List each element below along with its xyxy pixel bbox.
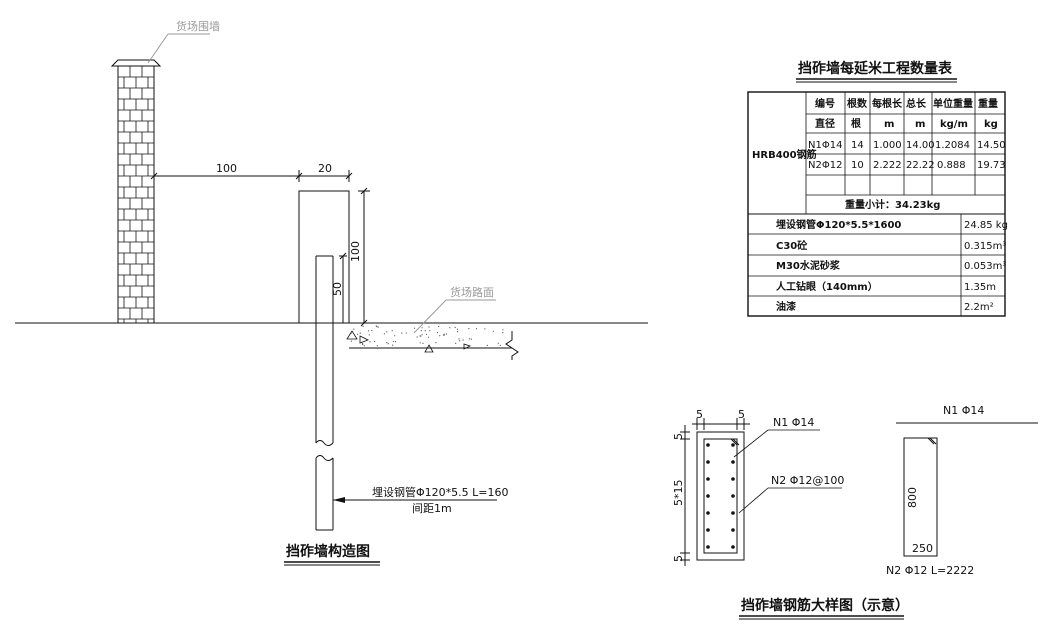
row-n2-each: 2.222 bbox=[873, 160, 902, 171]
row-n1-id: N1Φ14 bbox=[808, 140, 842, 151]
th-each-len: 每根长 bbox=[872, 97, 903, 110]
row-n1-weight: 14.50 bbox=[977, 140, 1006, 151]
row-n1-each: 1.000 bbox=[873, 140, 902, 151]
item-m30-mortar-value: 0.053m³ bbox=[964, 261, 1006, 272]
row-n2-weight: 19.73 bbox=[977, 160, 1006, 171]
item-c30-concrete-value: 0.315m³ bbox=[964, 241, 1006, 252]
brick-fence-wall bbox=[110, 59, 162, 324]
detail-title: 挡砟墙钢筋大样图（示意） bbox=[741, 597, 909, 614]
dim-100-vertical-label: 100 bbox=[349, 241, 362, 262]
item-steel-pipe-value: 24.85 kg bbox=[964, 220, 1008, 231]
stirrup-n2 bbox=[703, 438, 738, 554]
spacing-label: 间距1m bbox=[412, 502, 452, 515]
th-weight: 重量 bbox=[978, 97, 998, 110]
ballast-wall bbox=[298, 190, 350, 324]
n2-label: N2 Φ12@100 bbox=[771, 474, 844, 487]
row-n1-total: 14.00 bbox=[906, 140, 935, 151]
row-n2-id: N2Φ12 bbox=[808, 160, 842, 171]
row-n1-count: 14 bbox=[851, 140, 864, 151]
n2-dim-250: 250 bbox=[912, 542, 933, 555]
structure-drawing: 货场围墙 100 20 bbox=[15, 19, 648, 566]
dimension-width: 100 20 bbox=[150, 162, 353, 182]
item-paint-value: 2.2m² bbox=[964, 302, 994, 313]
pipe-leader bbox=[333, 497, 497, 503]
item-paint: 油漆 bbox=[776, 300, 796, 313]
dim-100-label: 100 bbox=[216, 162, 237, 175]
road-leader bbox=[413, 299, 447, 334]
dim-20-label: 20 bbox=[318, 162, 332, 175]
row-n2-unit: 0.888 bbox=[937, 160, 966, 171]
n1-title: N1 Φ14 bbox=[943, 404, 984, 417]
n2-caption: N2 Φ12 L=2222 bbox=[886, 564, 974, 577]
n2-dim-800: 800 bbox=[906, 487, 919, 508]
road-surface bbox=[346, 325, 519, 360]
row-n2-total: 22.22 bbox=[906, 160, 935, 171]
material-label: HRB400钢筋 bbox=[752, 148, 817, 161]
n2-stirrup-shape bbox=[903, 437, 938, 557]
th-weight-unit: kg bbox=[984, 119, 998, 130]
row-n2-count: 10 bbox=[851, 160, 864, 171]
th-each-len-unit: m bbox=[884, 119, 894, 130]
th-unit-weight: 单位重量 bbox=[933, 97, 973, 110]
dim-5-right: 5 bbox=[738, 408, 745, 421]
fence-label: 货场围墙 bbox=[176, 19, 220, 33]
th-id: 编号 bbox=[815, 97, 835, 110]
th-total-len-unit: m bbox=[915, 119, 925, 130]
section-outline bbox=[696, 431, 745, 561]
rebar-detail: 5 5 5 5*15 5 N1 Φ14 N2 Φ12@100 N1 Φ14 80… bbox=[672, 404, 1038, 620]
th-count-unit: 根 bbox=[851, 117, 861, 130]
n1-label: N1 Φ14 bbox=[773, 416, 814, 429]
quantity-table: 挡砟墙每延米工程数量表 编号 根数 每根长 总长 单位重量 重量 直径 根 bbox=[747, 60, 1008, 317]
th-diameter: 直径 bbox=[815, 117, 835, 130]
row-n1-unit: 1.2084 bbox=[935, 140, 970, 151]
embedded-steel-pipe bbox=[315, 255, 334, 531]
road-label: 货场路面 bbox=[450, 285, 494, 299]
item-drilling: 人工钻眼（140mm） bbox=[776, 280, 878, 293]
table-title: 挡砟墙每延米工程数量表 bbox=[798, 60, 953, 77]
dim-5x15: 5*15 bbox=[672, 480, 685, 507]
subtotal-label: 重量小计：34.23kg bbox=[845, 198, 940, 211]
item-m30-mortar: M30水泥砂浆 bbox=[776, 259, 841, 272]
fence-leader bbox=[147, 33, 169, 64]
th-count: 根数 bbox=[847, 97, 868, 110]
dim-5-left: 5 bbox=[696, 408, 703, 421]
item-c30-concrete: C30砼 bbox=[776, 239, 807, 252]
th-unit-weight-unit: kg/m bbox=[940, 119, 968, 130]
th-total-len: 总长 bbox=[906, 97, 927, 110]
dim-5-top: 5 bbox=[672, 433, 685, 440]
item-steel-pipe: 埋设钢管Φ120*5.5*1600 bbox=[776, 218, 901, 231]
dimension-height: 100 50 bbox=[331, 187, 370, 327]
item-drilling-value: 1.35m bbox=[964, 282, 996, 293]
structure-title: 挡砟墙构造图 bbox=[286, 543, 370, 560]
dim-50-label: 50 bbox=[331, 282, 344, 296]
dim-5-bottom: 5 bbox=[672, 555, 685, 562]
pipe-label: 埋设钢管Φ120*5.5 L=160 bbox=[372, 485, 509, 499]
